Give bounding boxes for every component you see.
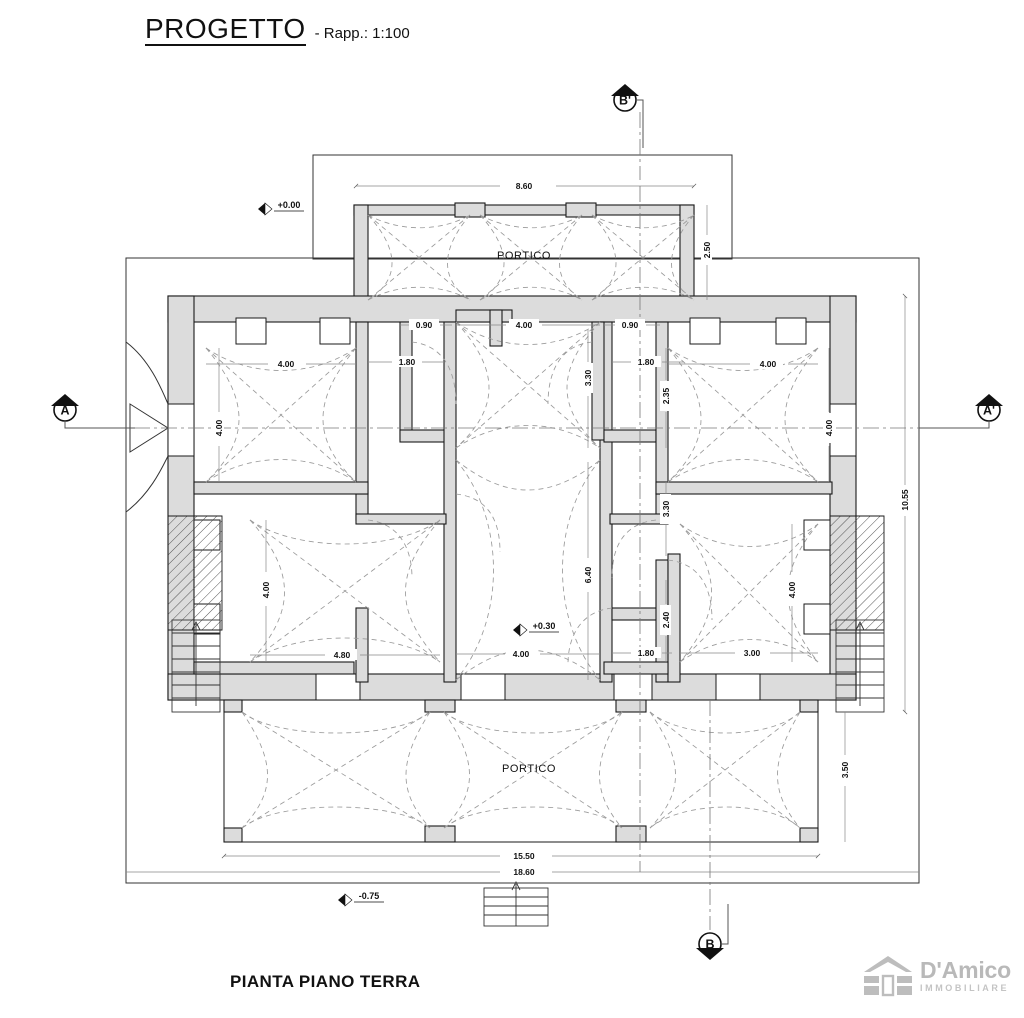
dimension-v-6-bg bbox=[582, 560, 593, 590]
section-marker-arrow-0 bbox=[51, 394, 79, 406]
dimension-h-5: 4.00 bbox=[760, 359, 777, 369]
dimension-h-9-bg bbox=[506, 648, 536, 659]
dimension-h-9: 4.00 bbox=[513, 649, 530, 659]
dimension-h-5-bg bbox=[753, 358, 783, 369]
dimension-v-10-bg bbox=[899, 485, 910, 515]
dimension-h-8-bg bbox=[327, 649, 357, 660]
level-label-0: +0.00 bbox=[278, 200, 301, 210]
dimension-h-3: 4.00 bbox=[516, 320, 533, 330]
dimension-v-11-bg bbox=[839, 755, 850, 785]
dimension-v-3: 2.35 bbox=[661, 387, 671, 404]
dimension-v-4-bg bbox=[823, 413, 834, 443]
section-marker-leader-2 bbox=[636, 99, 644, 148]
section-marker-label-2: B' bbox=[619, 94, 631, 108]
label-layer: 8.60 4.00 0.90 4.00 0.90 4.00 1.80 1.80 4.80 4.00… bbox=[51, 84, 1003, 960]
dimension-v-11: 3.50 bbox=[840, 761, 850, 778]
level-label-1: +0.30 bbox=[533, 621, 556, 631]
dimension-v-2: 3.30 bbox=[583, 369, 593, 386]
dimension-v-0: 2.50 bbox=[702, 241, 712, 258]
level-marker-half-0 bbox=[264, 202, 273, 216]
dimension-v-4: 4.00 bbox=[824, 419, 834, 436]
dimension-layer bbox=[126, 183, 919, 873]
dimension-v-8: 2.40 bbox=[661, 611, 671, 628]
dimension-v-1-bg bbox=[213, 413, 224, 443]
section-marker-leader-0 bbox=[64, 421, 135, 429]
company-logo: D'Amico IMMOBILIARE bbox=[862, 950, 1012, 1002]
dimension-v-7-bg bbox=[660, 494, 671, 524]
dimension-h-7: 1.80 bbox=[638, 357, 655, 367]
dimension-h-11: 3.00 bbox=[744, 648, 761, 658]
dimension-v-6: 6.40 bbox=[583, 566, 593, 583]
dimension-v-9-bg bbox=[786, 575, 797, 605]
logo-name: D'Amico bbox=[920, 957, 1011, 983]
dimension-h-12: 15.50 bbox=[513, 851, 535, 861]
dimension-h-7-bg bbox=[631, 356, 661, 367]
section-marker-arrow-1 bbox=[975, 394, 1003, 406]
dimension-h-2: 0.90 bbox=[416, 320, 433, 330]
level-marker-half-2 bbox=[344, 893, 353, 907]
dimension-h-12-bg bbox=[509, 850, 539, 861]
dimension-v-0-bg bbox=[701, 235, 712, 265]
room-label-1: PORTICO bbox=[502, 763, 556, 775]
dimension-h-1: 4.00 bbox=[278, 359, 295, 369]
room-label-0: PORTICO bbox=[497, 250, 551, 262]
dimension-h-4: 0.90 bbox=[622, 320, 639, 330]
title-block: PROGETTO - Rapp.: 1:100 bbox=[145, 14, 410, 47]
dimension-h-2-bg bbox=[409, 319, 439, 330]
dimension-v-2-bg bbox=[582, 363, 593, 393]
drawing-caption: PIANTA PIANO TERRA bbox=[230, 972, 421, 991]
dimension-v-9: 4.00 bbox=[787, 581, 797, 598]
section-marker-leader-1 bbox=[919, 421, 990, 429]
dimension-h-10: 1.80 bbox=[638, 648, 655, 658]
dimension-v-8-bg bbox=[660, 605, 671, 635]
dimension-v-5-bg bbox=[260, 575, 271, 605]
logo-subtitle: IMMOBILIARE bbox=[920, 983, 1010, 993]
page-title: PROGETTO bbox=[145, 14, 306, 47]
logo-text: D'Amico IMMOBILIARE bbox=[920, 959, 1011, 993]
dimension-h-11-bg bbox=[737, 647, 767, 658]
scale-label: - Rapp.: 1:100 bbox=[314, 25, 410, 42]
dimension-v-5: 4.00 bbox=[261, 581, 271, 598]
dimension-h-13-bg bbox=[509, 866, 539, 877]
section-marker-arrow-2 bbox=[611, 84, 639, 96]
dimension-h-6: 1.80 bbox=[399, 357, 416, 367]
section-marker-label-0: A bbox=[60, 404, 69, 418]
dimension-v-10: 10.55 bbox=[900, 489, 910, 511]
house-icon bbox=[862, 954, 914, 998]
dimension-h-13: 18.60 bbox=[513, 867, 535, 877]
section-marker-label-1: A' bbox=[983, 404, 995, 418]
dimension-v-3-bg bbox=[660, 381, 671, 411]
level-label-2: -0.75 bbox=[359, 891, 380, 901]
level-marker-half-1 bbox=[519, 623, 528, 637]
dimension-h-8: 4.80 bbox=[334, 650, 351, 660]
walls-layer bbox=[125, 154, 920, 927]
dimension-h-6-bg bbox=[392, 356, 422, 367]
dimension-h-10-bg bbox=[631, 647, 661, 658]
section-axis-layer bbox=[80, 112, 975, 930]
section-marker-arrow-3 bbox=[696, 948, 724, 960]
section-marker-label-3: B bbox=[705, 938, 714, 952]
dimension-v-7: 3.30 bbox=[661, 500, 671, 517]
dimension-h-3-bg bbox=[509, 319, 539, 330]
dimension-h-0-bg bbox=[509, 180, 539, 191]
dimension-h-4-bg bbox=[615, 319, 645, 330]
dimension-h-0: 8.60 bbox=[516, 181, 533, 191]
section-marker-leader-3 bbox=[721, 904, 729, 945]
dimension-h-1-bg bbox=[271, 358, 301, 369]
dimension-v-1: 4.00 bbox=[214, 419, 224, 436]
